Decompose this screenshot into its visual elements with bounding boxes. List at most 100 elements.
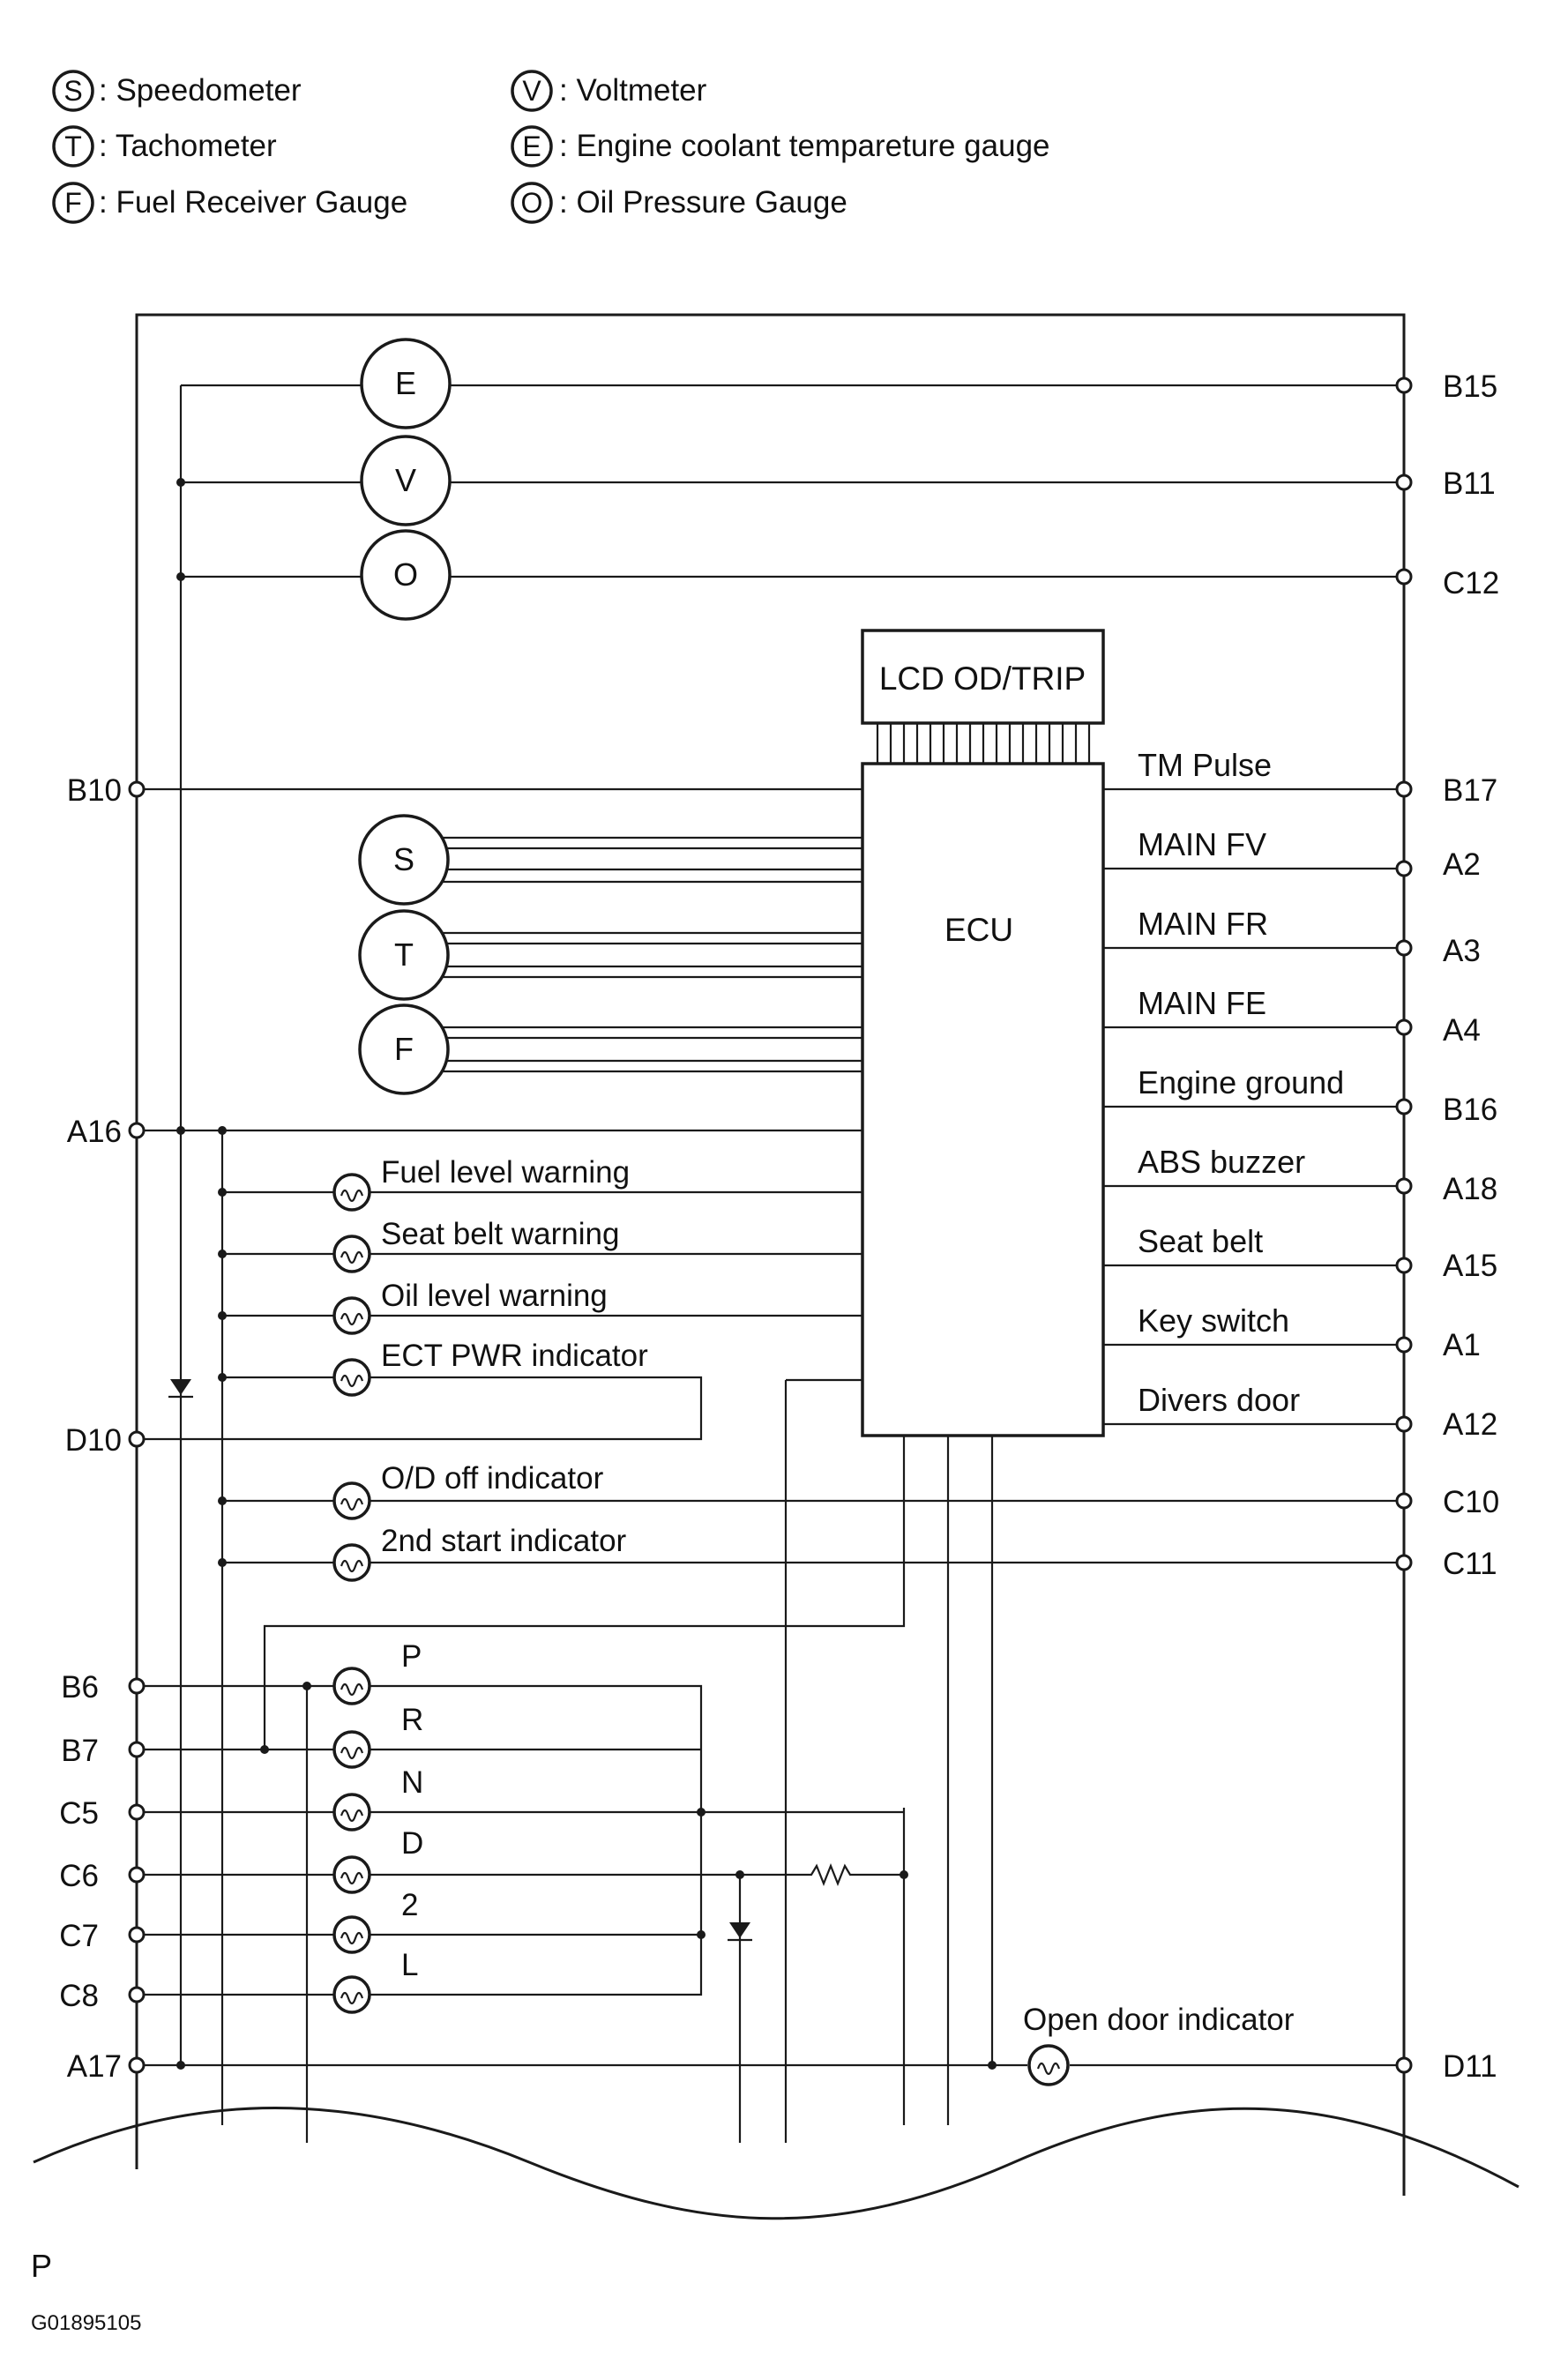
terminal-c10: C10 — [1443, 1485, 1499, 1519]
legend-item-speedometer: S : Speedometer — [52, 70, 302, 112]
fuel-gauge: F — [358, 1003, 450, 1095]
lcd-display: LCD OD/TRIP — [861, 629, 1105, 764]
legend-symbol: T — [64, 131, 82, 162]
figure-code: G01895105 — [31, 2311, 141, 2335]
legend-text: : Voltmeter — [559, 73, 707, 108]
legend-text: : Speedometer — [99, 73, 302, 108]
terminal-a1: A1 — [1443, 1328, 1481, 1362]
terminal-a15: A15 — [1443, 1249, 1497, 1283]
terminal-a4: A4 — [1443, 1013, 1481, 1048]
legend-text: : Oil Pressure Gauge — [559, 185, 847, 220]
gear-d-label: D — [401, 1826, 423, 1861]
tachometer-gauge: T — [358, 909, 450, 1001]
svg-text:ECU: ECU — [944, 912, 1013, 948]
od-off-indicator-lamp — [332, 1481, 371, 1520]
open-door-indicator-lamp — [1027, 2044, 1070, 2086]
terminal-b7: B7 — [61, 1734, 99, 1768]
terminal-b6: B6 — [61, 1670, 99, 1705]
terminal-b17: B17 — [1443, 773, 1497, 808]
oil-level-warning-lamp — [332, 1296, 371, 1335]
terminal-a18: A18 — [1443, 1172, 1497, 1206]
ecu-output-lines: TM Pulse MAIN FV MAIN FR MAIN FE Engine … — [1103, 747, 1404, 1426]
gear-l-lamp — [332, 1975, 371, 2014]
right-terminals: B15 B11 C12 B17 A2 A3 A4 B16 A18 A15 A1 … — [1395, 369, 1499, 2084]
voltmeter-gauge: V — [360, 435, 452, 526]
terminal-d11: D11 — [1443, 2049, 1497, 2084]
terminal-c8: C8 — [59, 1979, 99, 2013]
ect-pwr-indicator-lamp — [332, 1358, 371, 1397]
second-start-indicator-lamp — [332, 1543, 371, 1582]
seat-belt-warning-lamp — [332, 1235, 371, 1273]
warning-indicators: Fuel level warning Seat belt warning Oil… — [137, 1126, 1404, 1582]
signal-engine-ground: Engine ground — [1138, 1064, 1344, 1100]
legend-text: : Engine coolant tempareture gauge — [559, 129, 1050, 163]
fuel-level-warning-label: Fuel level warning — [381, 1155, 630, 1190]
oil-level-warning-label: Oil level warning — [381, 1279, 608, 1313]
gear-2-lamp — [332, 1915, 371, 1954]
ecu-box: ECU — [861, 762, 1105, 1437]
gear-l-label: L — [401, 1948, 418, 1982]
gear-n-label: N — [401, 1765, 423, 1800]
legend-text: : Tachometer — [99, 129, 277, 163]
signal-main-fe: MAIN FE — [1138, 985, 1266, 1021]
gear-r-lamp — [332, 1730, 371, 1769]
legend: S : Speedometer T : Tachometer F : Fuel … — [52, 70, 1050, 224]
ect-pwr-indicator-label: ECT PWR indicator — [381, 1339, 648, 1373]
coolant-gauge: E — [360, 338, 452, 429]
gear-2-label: 2 — [401, 1888, 418, 1922]
legend-symbol: E — [522, 131, 541, 162]
terminal-b10: B10 — [67, 773, 122, 808]
gear-p-lamp — [332, 1667, 371, 1705]
top-gauges: E V O — [176, 338, 1404, 621]
legend-text: : Fuel Receiver Gauge — [99, 185, 407, 220]
svg-text:LCD OD/TRIP: LCD OD/TRIP — [879, 660, 1086, 697]
signal-seat-belt: Seat belt — [1138, 1223, 1263, 1259]
svg-text:F: F — [394, 1031, 414, 1067]
gear-p-label: P — [401, 1639, 422, 1674]
legend-item-coolant-gauge: E : Engine coolant tempareture gauge — [511, 125, 1050, 168]
terminal-a3: A3 — [1443, 934, 1481, 968]
legend-symbol: F — [64, 187, 82, 219]
legend-item-oil-pressure: O : Oil Pressure Gauge — [511, 182, 847, 224]
signal-abs-buzzer: ABS buzzer — [1138, 1144, 1305, 1180]
signal-main-fr: MAIN FR — [1138, 906, 1268, 942]
terminal-a17: A17 — [67, 2049, 122, 2084]
gear-indicators: P R N D — [137, 1639, 908, 2014]
signal-tm-pulse: TM Pulse — [1138, 747, 1272, 783]
svg-text:T: T — [394, 936, 414, 973]
diode-symbol — [728, 1922, 752, 1942]
left-terminals: B10 A16 D10 B6 B7 C5 C6 C7 C8 A17 — [59, 773, 146, 2084]
terminal-c7: C7 — [59, 1919, 99, 1953]
gear-r-label: R — [401, 1703, 423, 1737]
svg-text:E: E — [395, 365, 416, 401]
oil-pressure-gauge: O — [360, 529, 452, 621]
svg-text:S: S — [393, 841, 414, 877]
open-door-indicator-label: Open door indicator — [1023, 2003, 1295, 2037]
terminal-d10: D10 — [65, 1423, 122, 1458]
vertical-buses — [179, 385, 994, 2143]
svg-text:V: V — [395, 462, 416, 498]
legend-symbol: V — [522, 75, 541, 107]
terminal-c11: C11 — [1443, 1547, 1497, 1581]
open-door-circuit: Open door indicator — [137, 2003, 1404, 2086]
legend-item-tachometer: T : Tachometer — [52, 125, 277, 168]
legend-item-voltmeter: V : Voltmeter — [511, 70, 707, 112]
legend-symbol: O — [521, 187, 543, 219]
signal-main-fv: MAIN FV — [1138, 826, 1266, 862]
ecu-gauges: S T F — [358, 814, 862, 1095]
signal-key-switch: Key switch — [1138, 1302, 1289, 1339]
terminal-c5: C5 — [59, 1796, 99, 1831]
terminal-b16: B16 — [1443, 1093, 1497, 1127]
seat-belt-warning-label: Seat belt warning — [381, 1217, 619, 1251]
second-start-indicator-label: 2nd start indicator — [381, 1524, 627, 1558]
speedometer-gauge: S — [358, 814, 450, 906]
cluster-frame — [33, 313, 1519, 2220]
fuel-level-warning-lamp — [332, 1173, 371, 1212]
gear-d-lamp — [332, 1855, 371, 1894]
terminal-c6: C6 — [59, 1859, 99, 1893]
terminal-c12: C12 — [1443, 566, 1499, 601]
terminal-a2: A2 — [1443, 847, 1481, 882]
svg-text:O: O — [393, 556, 418, 593]
terminal-b15: B15 — [1443, 369, 1497, 404]
